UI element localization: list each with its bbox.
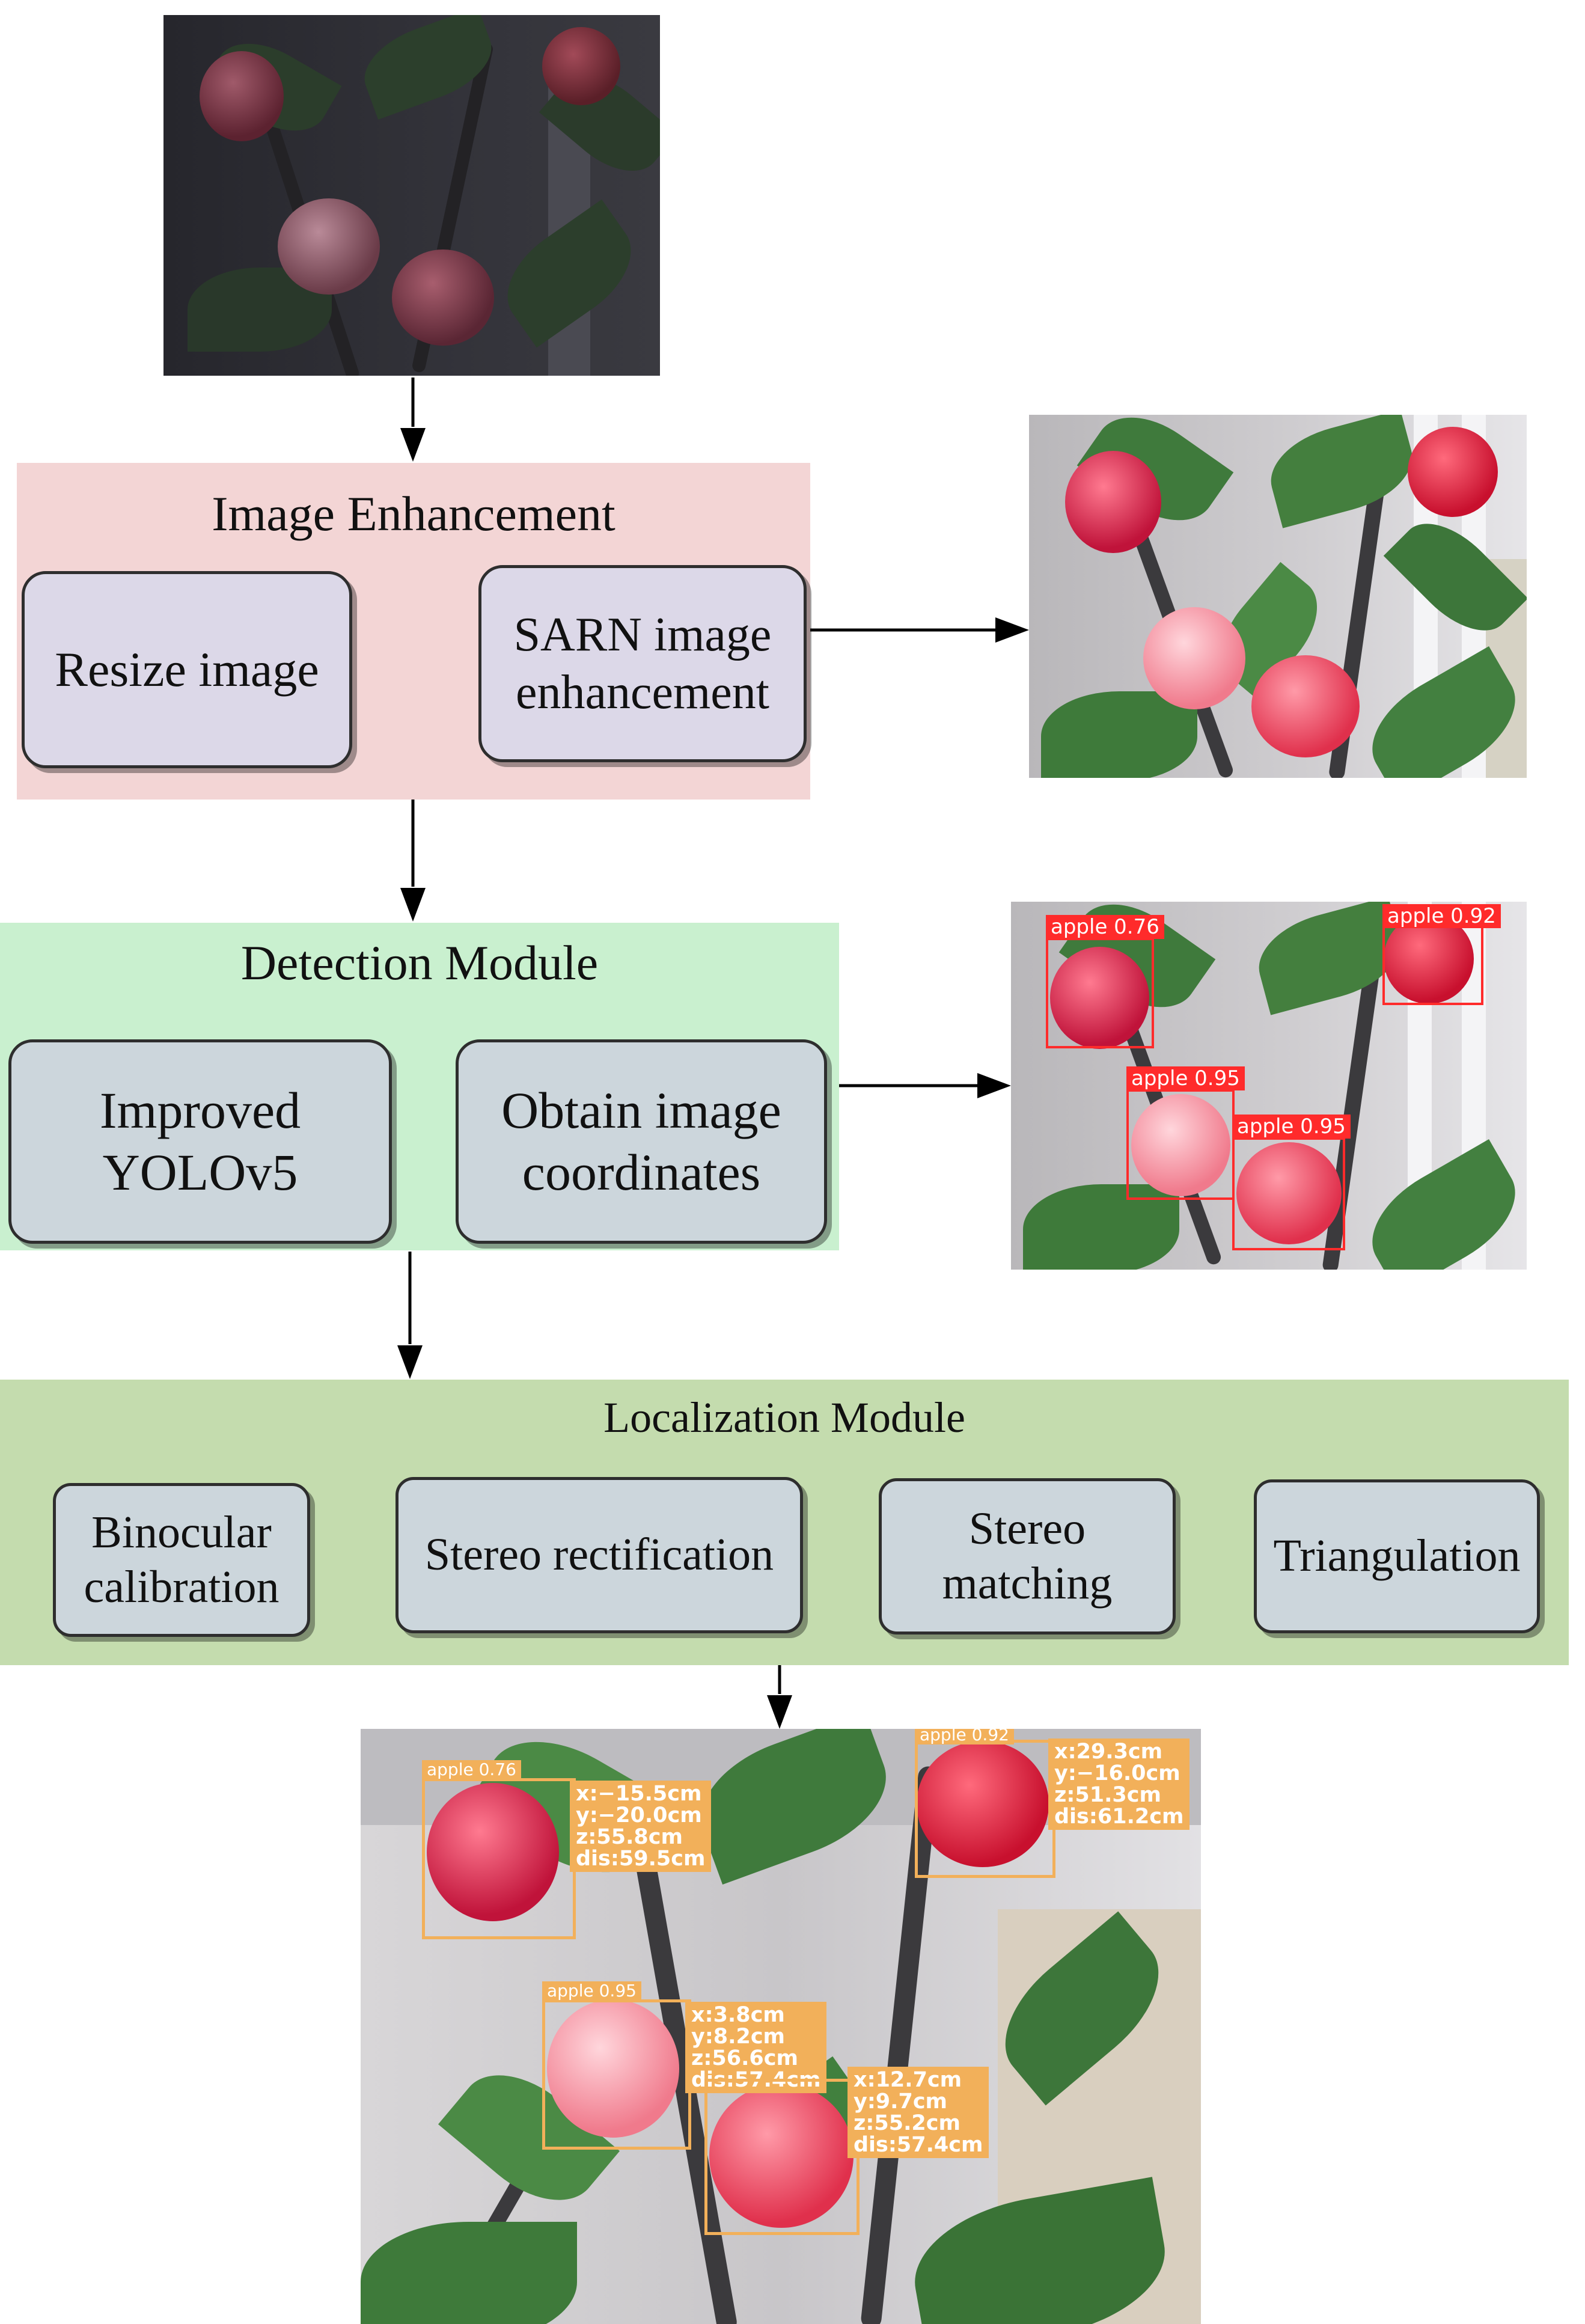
detection-module-title: Detection Module (240, 935, 599, 990)
arrow-down-icon (397, 1252, 423, 1379)
arrow-right-icon (810, 617, 1029, 643)
image-enhancement-title: Image Enhancement (212, 486, 615, 541)
obtain-image-coordinates-step: Obtain image coordinates (456, 1039, 827, 1244)
coordinates-panel-4: x:12.7cm y:9.7cm z:55.2cm dis:57.4cm (847, 2067, 989, 2158)
localization-label-2: apple 0.92 (915, 1729, 1014, 1745)
sarn-enhancement-step: SARN image enhancement (478, 565, 807, 762)
triangulation-step: Triangulation (1254, 1479, 1540, 1633)
detection-module-panel: Detection Module Improved YOLOv5 Obtain … (0, 923, 839, 1250)
detection-label-1: apple 0.76 (1046, 915, 1164, 939)
localization-label-3: apple 0.95 (542, 1981, 641, 2001)
detection-label-4: apple 0.95 (1232, 1115, 1351, 1139)
localization-label-1: apple 0.76 (422, 1760, 521, 1779)
improved-yolov5-step: Improved YOLOv5 (8, 1039, 392, 1244)
arrow-down-icon (400, 800, 426, 922)
detection-label-3: apple 0.95 (1126, 1066, 1245, 1090)
coordinates-panel-1: x:−15.5cm y:−20.0cm z:55.8cm dis:59.5cm (570, 1781, 712, 1872)
coordinates-panel-2: x:29.3cm y:−16.0cm z:51.3cm dis:61.2cm (1048, 1738, 1190, 1830)
stereo-matching-step: Stereo matching (879, 1478, 1176, 1634)
stereo-rectification-step: Stereo rectification (395, 1477, 803, 1633)
detection-box-1 (1046, 938, 1154, 1048)
detection-box-4 (1232, 1137, 1345, 1250)
enhanced-image (1029, 415, 1527, 778)
localization-module-panel: Localization Module Binocular calibratio… (0, 1380, 1569, 1665)
localization-module-title: Localization Module (603, 1393, 965, 1442)
resize-image-step: Resize image (22, 571, 352, 768)
arrow-down-icon (400, 378, 426, 462)
detection-result-image: apple 0.76 apple 0.92 apple 0.95 apple 0… (1011, 902, 1527, 1270)
input-dark-image (163, 15, 660, 376)
localization-result-image: apple 0.76 x:−15.5cm y:−20.0cm z:55.8cm … (361, 1729, 1201, 2324)
binocular-calibration-step: Binocular calibration (53, 1483, 310, 1637)
image-enhancement-panel: Image Enhancement Resize image SARN imag… (17, 463, 810, 800)
arrow-right-icon (839, 1073, 1011, 1098)
arrow-down-icon (767, 1665, 792, 1729)
detection-label-2: apple 0.92 (1382, 904, 1501, 928)
